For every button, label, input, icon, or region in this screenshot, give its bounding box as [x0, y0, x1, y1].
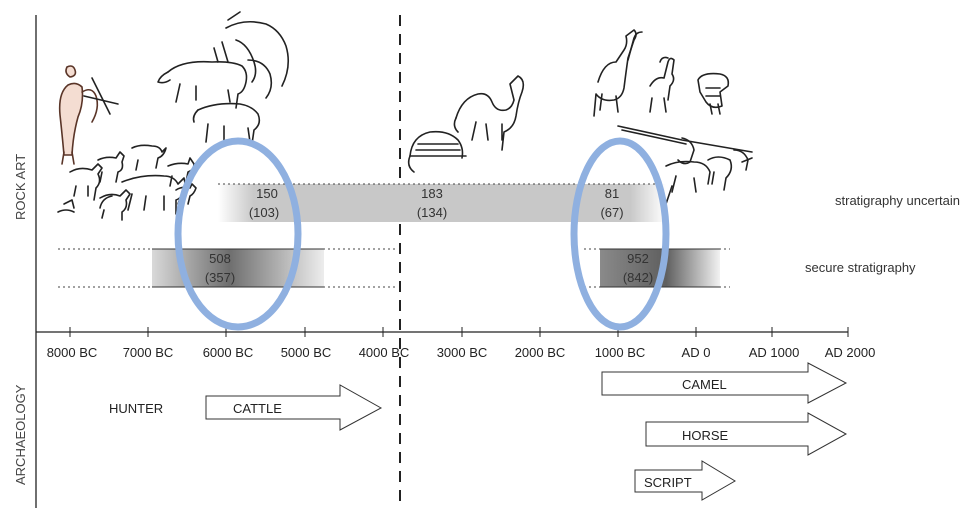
uncertain-count-center: 183: [421, 186, 443, 201]
tick-label-7000bc: 7000 BC: [123, 345, 174, 360]
chariot-icon: [697, 72, 730, 115]
horse-arrow: HORSE: [645, 412, 848, 456]
cattle-icon: [617, 125, 753, 205]
uncertain-row-label: stratigraphy uncertain: [835, 193, 960, 208]
camel-arrow: CAMEL: [601, 362, 848, 404]
giraffe-icon: [593, 29, 643, 117]
tick-label-ad1000: AD 1000: [749, 345, 800, 360]
chariot-icon: [407, 130, 467, 173]
horse-rider-icon: [649, 56, 675, 113]
tick-label-5000bc: 5000 BC: [281, 345, 332, 360]
hunter-label: HUNTER: [109, 401, 163, 416]
tick-label-3000bc: 3000 BC: [437, 345, 488, 360]
dog-icon: [57, 144, 167, 221]
secure-row-label: secure stratigraphy: [805, 260, 916, 275]
cattle-arrow-label: CATTLE: [233, 401, 282, 416]
tick-label-1000bc: 1000 BC: [595, 345, 646, 360]
tick-label-2000bc: 2000 BC: [515, 345, 566, 360]
secure-count-right: 952: [627, 251, 649, 266]
camel-icon: [453, 75, 525, 151]
tick-label-4000bc: 4000 BC: [359, 345, 410, 360]
uncertain-paren-center: (134): [417, 205, 447, 220]
camel-arrow-label: CAMEL: [682, 377, 727, 392]
secure-paren-right: (842): [623, 270, 653, 285]
uncertain-paren-left: (103): [249, 205, 279, 220]
cattle-arrow: CATTLE: [205, 384, 383, 431]
highlight-ellipse-right: [570, 137, 670, 331]
uncertain-count-left: 150: [256, 186, 278, 201]
tick-label-6000bc: 6000 BC: [203, 345, 254, 360]
script-arrow-label: SCRIPT: [644, 475, 692, 490]
uncertain-paren-right: (67): [600, 205, 623, 220]
tick-label-ad2000: AD 2000: [825, 345, 876, 360]
script-arrow: SCRIPT: [634, 460, 736, 501]
secure-paren-left: (357): [205, 270, 235, 285]
archaeology-label: ARCHAEOLOGY: [13, 384, 28, 485]
tick-label-8000bc: 8000 BC: [47, 345, 98, 360]
cattle-icon: [157, 11, 290, 145]
rock-art-label: ROCK ART: [13, 154, 28, 220]
secure-count-left: 508: [209, 251, 231, 266]
highlight-ellipse-left: [174, 137, 302, 331]
tick-label-ad0: AD 0: [682, 345, 711, 360]
horse-arrow-label: HORSE: [682, 428, 729, 443]
uncertain-count-right: 81: [605, 186, 619, 201]
human-figure-icon: [58, 65, 119, 165]
